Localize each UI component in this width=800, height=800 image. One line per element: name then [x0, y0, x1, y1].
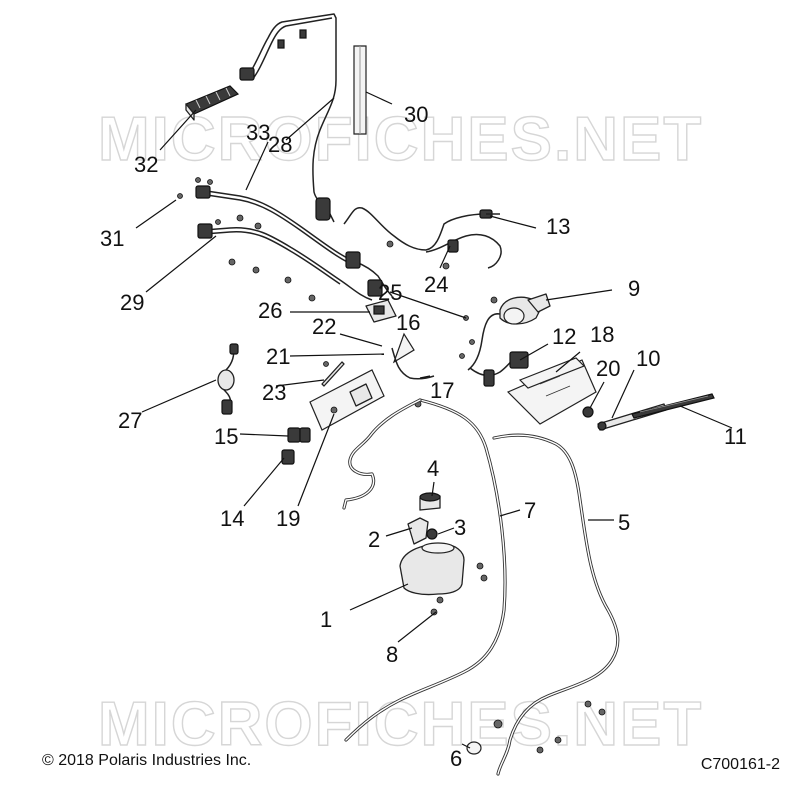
- part-33-harness: [195, 185, 502, 297]
- bottom-clips: [536, 700, 606, 754]
- callout-1: 1: [320, 607, 332, 632]
- callout-9: 9: [628, 276, 640, 301]
- part-23-pin: [321, 361, 345, 387]
- part-30-rod: [353, 45, 367, 135]
- callout-2: 2: [368, 527, 380, 552]
- callout-28: 28: [268, 132, 292, 157]
- part-8-screw: [430, 596, 444, 616]
- callout-29: 29: [120, 290, 144, 315]
- callout-30: 30: [404, 102, 428, 127]
- callout-14: 14: [220, 506, 244, 531]
- callout-13: 13: [546, 214, 570, 239]
- callout-33: 33: [246, 120, 270, 145]
- callout-26: 26: [258, 298, 282, 323]
- part-32-relay-block: [185, 85, 240, 121]
- callout-4: 4: [427, 456, 439, 481]
- part-17-wire: [391, 347, 435, 380]
- drawing-id: C700161-2: [700, 756, 780, 773]
- part-6-fitting: [466, 719, 503, 755]
- part-3-grommet: [426, 528, 438, 540]
- callout-18: 18: [590, 322, 614, 347]
- callout-11: 11: [724, 424, 747, 449]
- part-16-bracket: [392, 332, 415, 364]
- callout-8: 8: [386, 642, 398, 667]
- callout-31: 31: [100, 226, 124, 251]
- callout-10: 10: [636, 346, 660, 371]
- callout-12: 12: [552, 324, 576, 349]
- part-9-wiper-motor: [467, 293, 551, 371]
- part-12-connector: [469, 351, 529, 387]
- leader-lines: [135, 91, 733, 749]
- callout-numbers: 1 2 3 4 5 6 7 8 9 10 11 12 13 14 15 16 1…: [100, 102, 747, 771]
- callout-5: 5: [618, 510, 630, 535]
- callout-3: 3: [454, 515, 466, 540]
- part-27-switch-harness: [217, 343, 239, 415]
- copyright-notice: © 2018 Polaris Industries Inc.: [42, 752, 252, 769]
- callout-22: 22: [312, 314, 336, 339]
- part-11-wiper-blade: [631, 393, 715, 419]
- callout-32: 32: [134, 152, 158, 177]
- part-15-switch: [287, 427, 311, 443]
- watermark-top: MICROFICHES.NET: [98, 105, 703, 174]
- part-2-pump: [407, 517, 429, 545]
- callout-27: 27: [118, 408, 142, 433]
- callout-25: 25: [378, 280, 402, 305]
- part-29-harness: [197, 223, 373, 301]
- callout-16: 16: [396, 310, 420, 335]
- callout-17: 17: [430, 378, 454, 403]
- callout-23: 23: [262, 380, 286, 405]
- part-14-switch: [281, 449, 295, 465]
- part-20-cap: [582, 406, 594, 418]
- part-19-panel: [309, 369, 385, 431]
- part-4-cap: [419, 492, 441, 511]
- part-5-tube: [492, 433, 620, 776]
- fastener-clips: [177, 177, 498, 408]
- part-1-reservoir: [399, 542, 488, 596]
- callout-6: 6: [450, 746, 462, 771]
- callout-21: 21: [266, 344, 290, 369]
- callout-20: 20: [596, 356, 620, 381]
- callout-19: 19: [276, 506, 300, 531]
- part-28-harness: [239, 13, 337, 223]
- callout-7: 7: [524, 498, 536, 523]
- callout-15: 15: [214, 424, 238, 449]
- part-7-tube: [342, 398, 507, 742]
- callout-24: 24: [424, 272, 448, 297]
- part-26-module: [365, 299, 397, 323]
